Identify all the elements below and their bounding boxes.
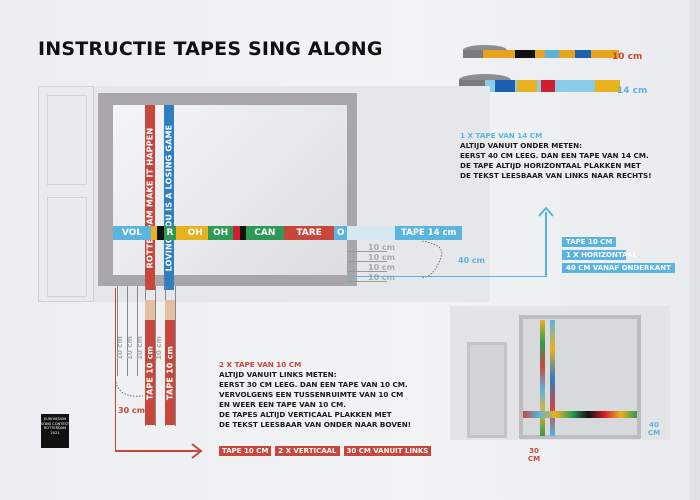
spacing-label: 10 cm [135,336,144,360]
spacing-line [347,251,387,252]
vertical-tape-2: LOVING YOU IS A LOSING GAME [164,105,174,290]
example-horizontal-tape [523,411,637,418]
tag-tape-10: TAPE 10 CM [562,237,617,247]
tape-segment [150,226,158,240]
spacing-label: 10 cm [154,336,163,360]
tape-segment: OH [207,226,234,240]
tape-segment: CAN [245,226,284,240]
spacing-line [347,281,387,282]
guide-line [155,286,156,426]
roll-10cm [463,45,619,58]
tape-extension [347,226,395,240]
example-door [467,342,507,438]
example-30-label: 30 CM [527,447,541,463]
guide-line [127,286,128,376]
guide-line [117,286,118,376]
roll-14cm [459,74,620,92]
blue-arrow-line [347,276,545,277]
red-arrow-line [115,450,199,452]
eurovision-logo: EUROVISION SONG CONTEST ROTTERDAM 2021 [41,414,69,448]
tape-brown-top-1 [145,300,155,320]
tape-segment: TARE [283,226,335,240]
tape-segment: VOL [113,226,151,240]
tape-brown-top-2 [165,300,175,320]
tape-segment: OH [182,226,208,240]
tape-segment [233,226,240,240]
distance-arc [421,240,443,279]
tape-10-placeholder-2: TAPE 10 cm [165,320,175,425]
instructions-14cm: 1 X TAPE VAN 14 CM ALTIJD VANUIT ONDER M… [460,131,652,180]
page-title: INSTRUCTIE TAPES SING ALONG [38,38,383,60]
door [38,86,94,302]
roll-10cm-label: 10 cm [612,52,643,62]
distance-30-label: 30 cm [118,406,145,415]
tape-segment: O [334,226,347,240]
arrow-up-icon [538,206,554,217]
tape-segment [176,226,183,240]
tape-segment: R [163,226,177,240]
spacing-label: 10 cm [125,336,134,360]
instructions-10cm: 2 X TAPE VAN 10 CM ALTIJD VANUIT LINKS M… [219,360,412,429]
spacing-label: 10 cm [368,243,395,252]
example-40-label: 40 CM [647,421,661,437]
guide-line [175,286,176,426]
vertical-tape-1: ROTTERDAM MAKE IT HAPPEN [145,105,155,290]
tag-horizontaal: 1 X HORIZONTAAL [562,250,637,260]
tape-10-placeholder-1: TAPE 10 cm [145,320,155,425]
blue-arrow-shaft [545,212,547,277]
tape-rolls [459,45,620,92]
distance-arc-30 [115,381,144,397]
tag-40cm: 40 CM VANAF ONDERKANT [562,263,675,273]
spacing-label: 10 cm [368,253,395,262]
spacing-label: 10 cm [368,263,395,272]
arrow-right-icon [191,443,203,459]
example-vertical-tape-1 [540,320,545,436]
spacing-label: 10 cm [368,273,395,282]
spacing-line [347,271,387,272]
example-vertical-tape-2 [550,320,555,436]
tape-14-label: TAPE 14 cm [395,226,463,240]
red-arrow-shaft [115,288,116,451]
spacing-line [347,261,387,262]
distance-40-label: 40 cm [458,256,485,265]
tags-10cm: TAPE 10 CM 2 X VERTICAAL 30 CM VANUIT LI… [219,446,432,456]
spacing-label: 10 cm [115,336,124,360]
tape-segment [239,226,246,240]
guide-line [137,286,138,376]
roll-14cm-label: 14 cm [617,86,648,96]
tape-segment [157,226,164,240]
